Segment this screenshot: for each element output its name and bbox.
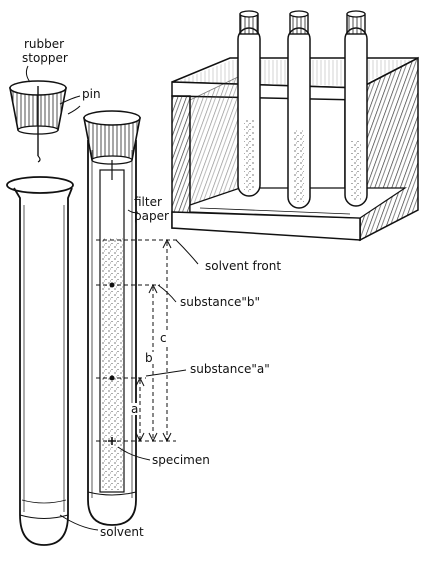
- dimension-c-label: c: [159, 331, 168, 345]
- substance-b-label: substance"b": [180, 295, 261, 309]
- filter-paper-label-line1: filter: [134, 195, 162, 209]
- rubber-stopper-label-line2: stopper: [22, 51, 68, 65]
- test-tube-rack: [171, 10, 419, 242]
- pin-label: pin: [82, 87, 101, 101]
- substance-a-label: substance"a": [190, 362, 270, 376]
- rack-tube-2: [287, 10, 311, 209]
- dimension-b-label: b: [144, 351, 154, 365]
- rack-left-leg: [171, 95, 191, 229]
- rubber-stopper-label-line1: rubber: [24, 37, 65, 51]
- dimension-a-label: a: [130, 402, 140, 416]
- rubber-stopper: [9, 80, 67, 163]
- empty-test-tube: [6, 176, 74, 546]
- solvent-front-label: solvent front: [205, 259, 282, 273]
- leader-lines: [59, 105, 199, 531]
- rack-tube-3: [344, 10, 368, 207]
- rack-tube-1: [237, 10, 261, 197]
- chromatography-tube: [83, 110, 141, 526]
- filter-paper-label-line2: paper: [134, 209, 169, 223]
- solvent-label: solvent: [100, 525, 144, 539]
- specimen-label: specimen: [152, 453, 210, 467]
